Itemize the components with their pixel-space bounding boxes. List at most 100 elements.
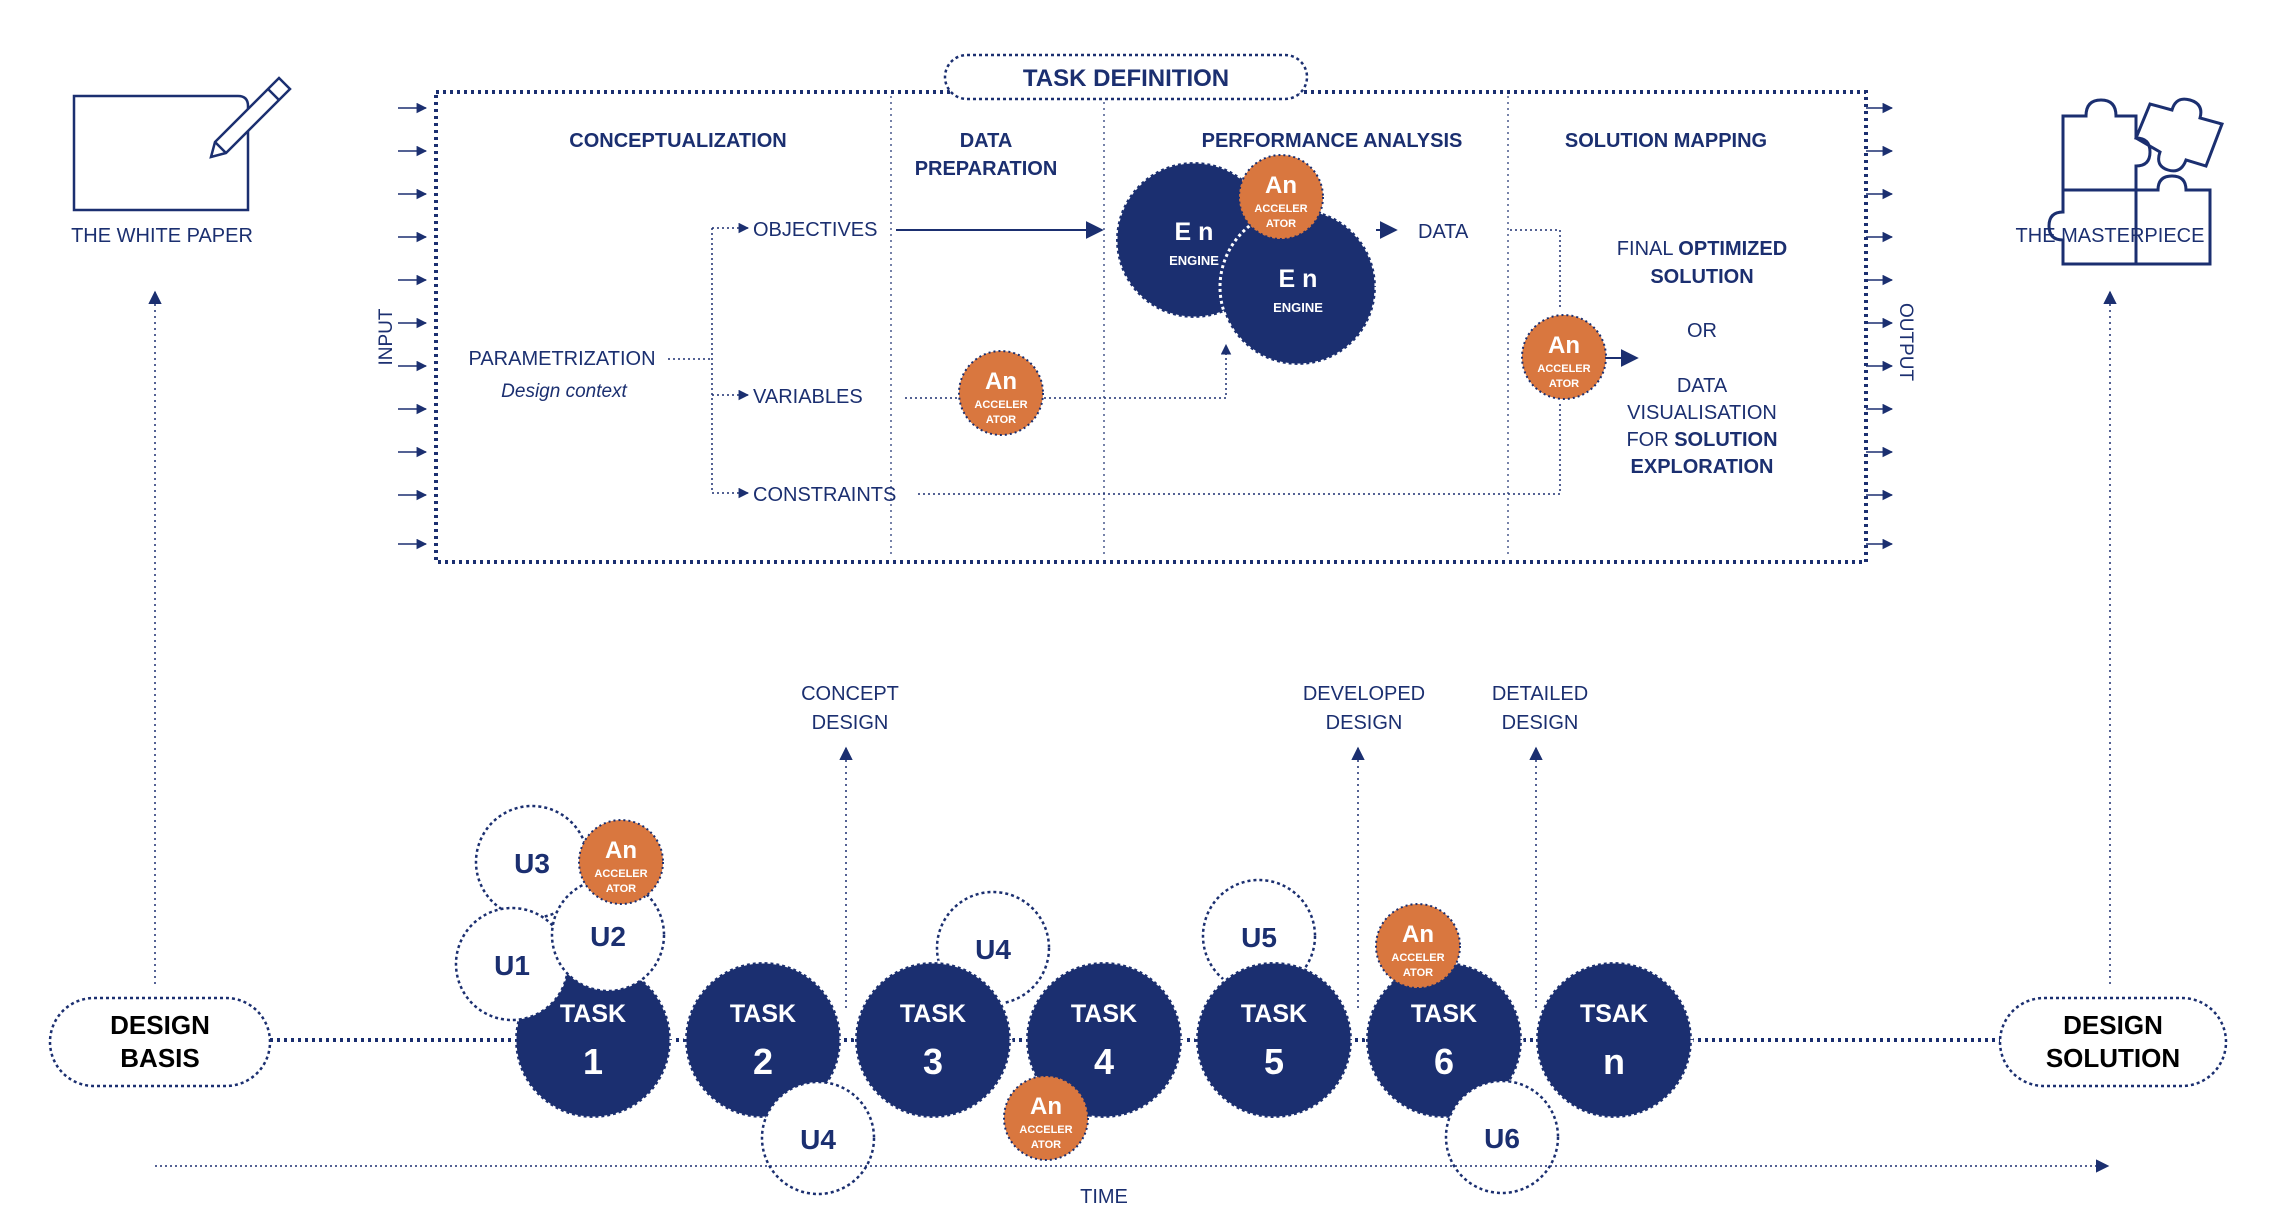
accelerator-label-1: ACCELER xyxy=(1254,203,1307,215)
accelerator-label-1: ACCELER xyxy=(1391,952,1444,964)
user-u3-label: U3 xyxy=(514,848,550,879)
objectives-label: OBJECTIVES xyxy=(753,219,877,241)
task-1-label: TASK xyxy=(560,1000,626,1028)
task-6-number: 6 xyxy=(1434,1041,1454,1082)
user-u2-label: U2 xyxy=(590,921,626,952)
data-to-accelerator-connector xyxy=(1510,229,1561,310)
user-u4-bottom-label: U4 xyxy=(800,1124,836,1155)
developed-design-line2: DESIGN xyxy=(1326,712,1403,734)
task-3-number: 3 xyxy=(923,1041,943,1082)
or-label: OR xyxy=(1687,320,1717,342)
column-performance-analysis: PERFORMANCE ANALYSIS xyxy=(1202,130,1463,152)
design-solution-line1: DESIGN xyxy=(2063,1010,2163,1040)
constraints-label: CONSTRAINTS xyxy=(753,484,896,506)
input-arrows xyxy=(398,102,428,550)
accelerator-task-4: An ACCELER ATOR xyxy=(1003,1075,1089,1161)
final-optimized-line1: FINAL OPTIMIZED xyxy=(1617,238,1787,260)
accelerator-symbol: An xyxy=(1548,332,1580,359)
design-solution: DESIGN SOLUTION xyxy=(1998,996,2228,1088)
task-6-label: TASK xyxy=(1411,1000,1477,1028)
task-2: TASK 2 xyxy=(683,960,843,1120)
white-paper-label: THE WHITE PAPER xyxy=(71,225,253,247)
engine-2-label: ENGINE xyxy=(1273,300,1323,315)
variables-to-engine-arrow xyxy=(1044,343,1232,399)
engine-1-symbol: E n xyxy=(1175,218,1214,246)
user-u4-bottom: U4 xyxy=(760,1080,876,1196)
milestone-developed-design: DEVELOPED DESIGN xyxy=(1303,683,1425,1008)
user-u4-top-label: U4 xyxy=(975,934,1011,965)
column-conceptualization: CONCEPTUALIZATION xyxy=(569,130,786,152)
input-label: INPUT xyxy=(376,308,397,365)
task-n: TSAK n xyxy=(1534,960,1694,1120)
final-optimized-line2: SOLUTION xyxy=(1650,266,1753,288)
time-label: TIME xyxy=(1080,1186,1128,1208)
task-1-number: 1 xyxy=(583,1041,603,1082)
task-definition-box: TASK DEFINITION CONCEPTUALIZATION DATA P… xyxy=(376,53,1916,564)
task-4: TASK 4 xyxy=(1024,960,1184,1120)
task-n-number: n xyxy=(1603,1041,1625,1082)
accelerator-label-2: ATOR xyxy=(986,414,1016,426)
output-arrows xyxy=(1866,102,1894,550)
task-2-label: TASK xyxy=(730,1000,796,1028)
parametrization-branches xyxy=(668,222,750,499)
user-u1: U1 xyxy=(454,906,570,1022)
user-u6-label: U6 xyxy=(1484,1123,1520,1154)
accelerator-label-1: ACCELER xyxy=(594,868,647,880)
accelerator-symbol: An xyxy=(1402,921,1434,948)
puzzle-icon xyxy=(2047,97,2224,266)
visualisation-line1: DATA xyxy=(1677,375,1728,397)
accelerator-label-2: ATOR xyxy=(1549,378,1579,390)
task-5-number: 5 xyxy=(1264,1041,1284,1082)
task-4-label: TASK xyxy=(1071,1000,1137,1028)
accelerator-label-1: ACCELER xyxy=(1019,1124,1072,1136)
accelerator-task-6: An ACCELER ATOR xyxy=(1375,903,1461,989)
task-definition-frame xyxy=(434,90,1868,564)
parametrization-label: PARAMETRIZATION xyxy=(468,348,655,370)
accelerator-label-2: ATOR xyxy=(1403,967,1433,979)
concept-design-line1: CONCEPT xyxy=(801,683,899,705)
user-u5-label: U5 xyxy=(1241,922,1277,953)
task-4-number: 4 xyxy=(1094,1041,1114,1082)
user-u1-label: U1 xyxy=(494,950,530,981)
detailed-design-line2: DESIGN xyxy=(1502,712,1579,734)
accelerator-symbol: An xyxy=(605,837,637,864)
accelerator-variables: An ACCELER ATOR xyxy=(958,350,1044,436)
accelerator-symbol: An xyxy=(985,368,1017,395)
user-u6: U6 xyxy=(1444,1079,1560,1195)
milestone-detailed-design: DETAILED DESIGN xyxy=(1492,683,1588,1008)
drawing-pad-pencil-icon xyxy=(72,76,292,212)
task-3: TASK 3 xyxy=(853,960,1013,1120)
output-label: OUTPUT xyxy=(1895,303,1916,382)
column-data-preparation-line1: DATA xyxy=(960,130,1013,152)
task-n-label: TSAK xyxy=(1580,1000,1648,1028)
design-basis-line1: DESIGN xyxy=(110,1010,210,1040)
accelerator-solution: An ACCELER ATOR xyxy=(1521,314,1607,400)
engine-2: E n ENGINE xyxy=(1218,207,1378,367)
developed-design-line1: DEVELOPED xyxy=(1303,683,1425,705)
design-solution-line2: SOLUTION xyxy=(2046,1043,2180,1073)
visualisation-line4: EXPLORATION xyxy=(1631,456,1774,478)
user-u3: U3 xyxy=(474,804,590,920)
task-5: TASK 5 xyxy=(1194,960,1354,1120)
accelerator-label-2: ATOR xyxy=(1031,1139,1061,1151)
concept-design-line2: DESIGN xyxy=(812,712,889,734)
accelerator-performance: An ACCELER ATOR xyxy=(1238,154,1324,240)
task-2-number: 2 xyxy=(753,1041,773,1082)
accelerator-label-1: ACCELER xyxy=(974,399,1027,411)
design-basis: DESIGN BASIS xyxy=(48,996,272,1088)
data-label: DATA xyxy=(1418,221,1469,243)
engine-1-label: ENGINE xyxy=(1169,253,1219,268)
accelerator-label-1: ACCELER xyxy=(1537,363,1590,375)
accelerator-symbol: An xyxy=(1030,1093,1062,1120)
white-paper: THE WHITE PAPER xyxy=(71,76,292,984)
accelerator-symbol: An xyxy=(1265,172,1297,199)
masterpiece-label: THE MASTERPIECE xyxy=(2016,225,2205,247)
constraints-connector xyxy=(918,402,1561,495)
accelerator-label-2: ATOR xyxy=(606,883,636,895)
task-5-label: TASK xyxy=(1241,1000,1307,1028)
masterpiece: THE MASTERPIECE xyxy=(2016,97,2224,984)
visualisation-line2: VISUALISATION xyxy=(1627,402,1777,424)
milestone-concept-design: CONCEPT DESIGN xyxy=(801,683,899,1008)
task-definition-title-pill xyxy=(943,53,1309,101)
